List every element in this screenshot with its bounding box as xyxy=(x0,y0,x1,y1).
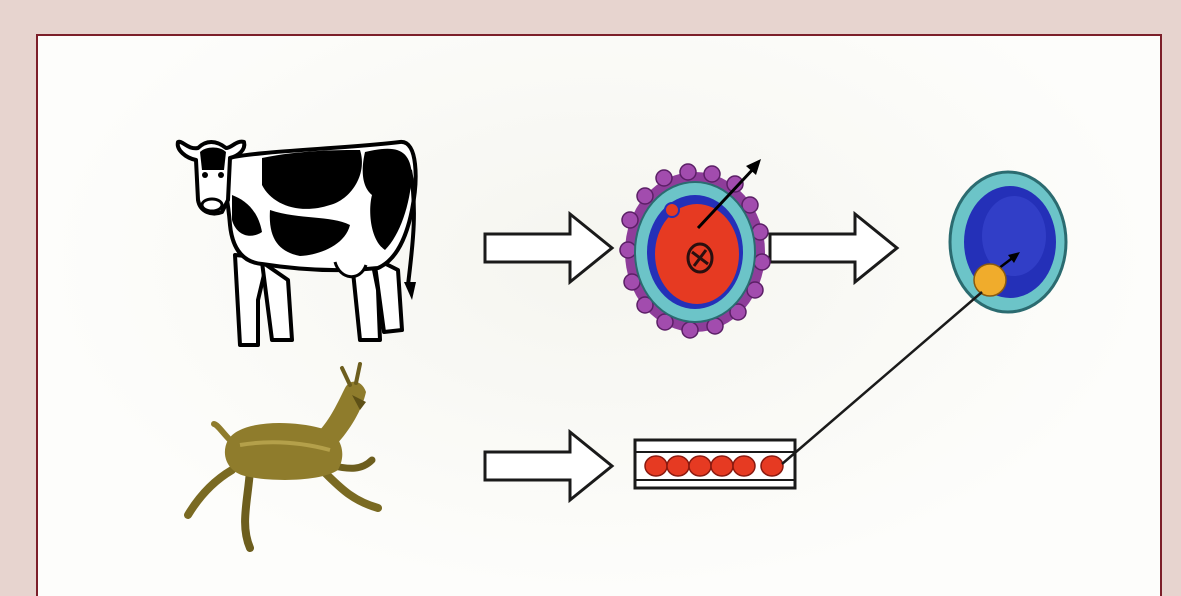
oocyte-icon xyxy=(620,159,770,338)
arrow-right-icon xyxy=(485,432,612,500)
arrow-right-icon xyxy=(770,214,897,282)
enucleated-oocyte-icon xyxy=(950,172,1066,312)
transfer-line xyxy=(782,292,982,464)
cow-icon xyxy=(178,142,416,345)
cell-culture-icon xyxy=(635,440,795,488)
arrow-right-icon xyxy=(485,214,612,282)
deer-icon xyxy=(188,364,378,548)
cloning-diagram xyxy=(0,0,1181,576)
